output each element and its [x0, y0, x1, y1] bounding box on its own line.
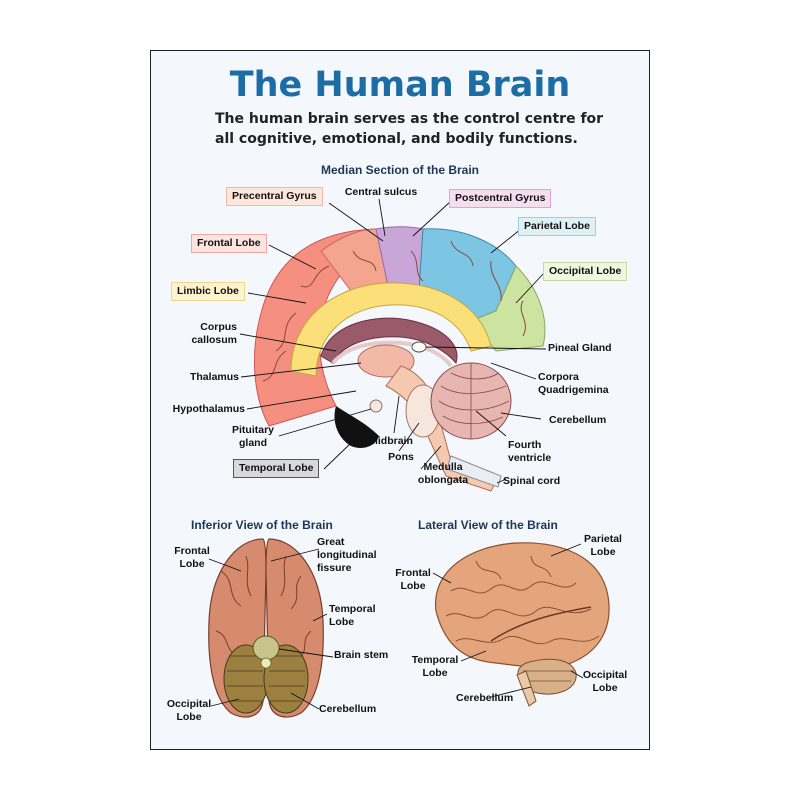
lateral-label-parietal-lobe: Parietal Lobe: [584, 533, 622, 558]
label-corpora-quadrigemina: Corpora Quadrigemina: [538, 371, 609, 396]
inferior-view-heading: Inferior View of the Brain: [191, 518, 333, 532]
label-cerebellum: Cerebellum: [549, 414, 607, 426]
spinal-cord-shape: [446, 455, 502, 488]
label-thalamus: Thalamus: [189, 371, 239, 383]
inferior-label-occipital-lobe: Occipital Lobe: [166, 698, 212, 723]
inferior-label-cerebellum: Cerebellum: [319, 703, 377, 715]
label-medulla-oblongata: Medulla oblongata: [417, 461, 469, 486]
lateral-view-heading: Lateral View of the Brain: [418, 518, 558, 532]
pituitary-shape: [369, 399, 383, 413]
page-subtitle: The human brain serves as the control ce…: [215, 111, 604, 147]
label-temporal-lobe: Temporal Lobe: [233, 459, 320, 478]
label-fourth-ventricle: Fourth ventricle: [508, 439, 552, 464]
lateral-leader-lines: [432, 543, 584, 698]
inferior-label-great-longitudinal-fissure: Great longitudinal fissure: [317, 536, 377, 574]
median-section-illustration: [253, 226, 546, 492]
corpus-callosum-shape: [320, 317, 458, 365]
lateral-view-illustration: [435, 542, 610, 707]
lateral-label-temporal-lobe: Temporal Lobe: [411, 654, 459, 679]
label-pons: Pons: [388, 451, 414, 463]
inferior-label-frontal-lobe: Frontal Lobe: [174, 545, 210, 570]
label-midbrain: Midbrain: [369, 435, 413, 447]
limbic-lobe-region: [290, 282, 492, 377]
label-hypothalamus: Hypothalamus: [172, 403, 245, 415]
inferior-leader-lines: [208, 548, 334, 710]
lateral-label-occipital-lobe: Occipital Lobe: [582, 669, 628, 694]
inferior-label-brain-stem: Brain stem: [334, 649, 389, 661]
label-spinal-cord: Spinal cord: [503, 475, 561, 487]
label-limbic-lobe: Limbic Lobe: [171, 282, 245, 301]
inferior-brainstem-shape: [252, 635, 280, 661]
page-title: The Human Brain: [229, 65, 571, 105]
median-section-heading: Median Section of the Brain: [320, 163, 479, 177]
label-corpus-callosum: Corpus callosum: [191, 321, 237, 346]
lateral-label-frontal-lobe: Frontal Lobe: [395, 567, 431, 592]
brain-poster: The Human Brain The human brain serves a…: [150, 50, 650, 750]
label-occipital-lobe: Occipital Lobe: [543, 262, 628, 281]
lateral-cerebrum-shape: [435, 542, 610, 668]
pineal-gland-shape: [411, 341, 427, 353]
median-leader-lines: [239, 198, 547, 484]
inferior-label-temporal-lobe: Temporal Lobe: [329, 603, 376, 628]
label-frontal-lobe: Frontal Lobe: [191, 234, 267, 253]
label-central-sulcus: Central sulcus: [344, 186, 418, 198]
label-parietal-lobe: Parietal Lobe: [518, 217, 596, 236]
lateral-label-cerebellum: Cerebellum: [456, 692, 514, 704]
brain-illustrations: [208, 198, 610, 718]
label-pituitary-gland: Pituitary gland: [231, 424, 274, 449]
label-precentral-gyrus: Precentral Gyrus: [226, 187, 323, 206]
label-postcentral-gyrus: Postcentral Gyrus: [449, 189, 552, 208]
label-pineal-gland: Pineal Gland: [548, 342, 612, 354]
